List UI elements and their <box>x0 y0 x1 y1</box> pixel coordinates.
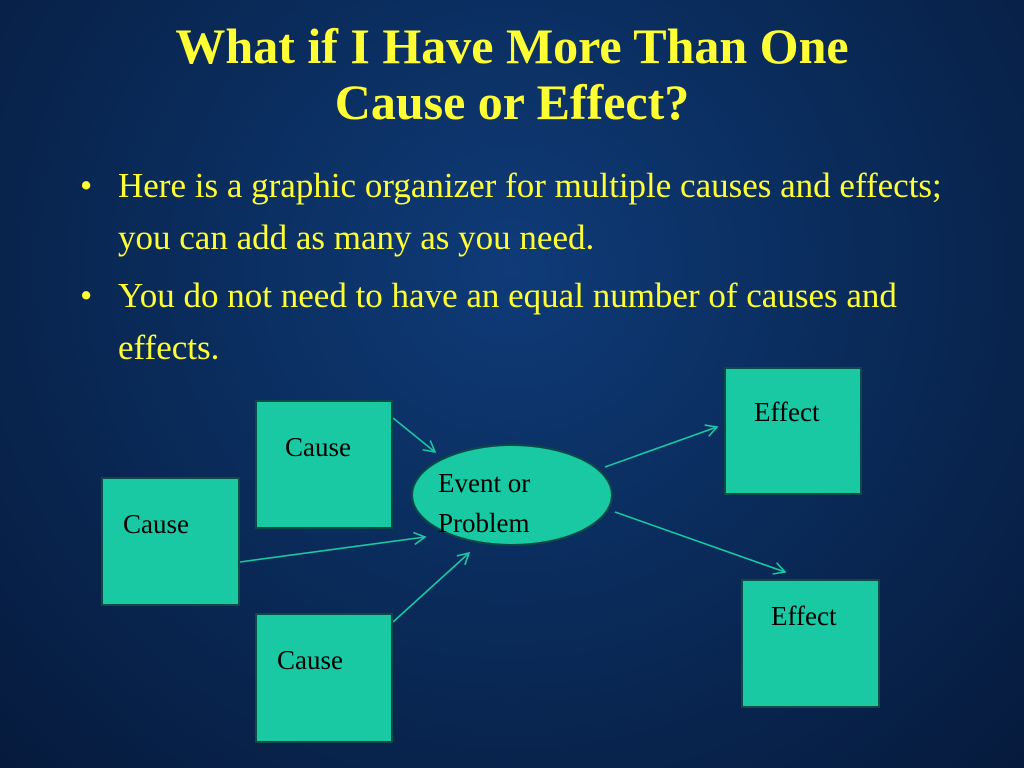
cause-box: Cause <box>101 477 240 606</box>
effect-box: Effect <box>724 367 862 495</box>
cause-label: Cause <box>123 509 189 539</box>
cause-box: Cause <box>255 400 393 529</box>
event-node-label: Event or Problem <box>438 463 608 543</box>
connector-arrow <box>392 551 471 623</box>
connector-arrow <box>392 417 437 454</box>
bullet-dot-icon: • <box>80 166 93 205</box>
title-line-2: Cause or Effect? <box>334 74 690 130</box>
bullet-text: Here is a graphic organizer for multiple… <box>118 166 942 257</box>
bullet-list: • Here is a graphic organizer for multip… <box>80 160 990 380</box>
effect-label: Effect <box>754 397 820 427</box>
bullet-dot-icon: • <box>80 276 93 315</box>
bullet-suffix: . <box>210 328 220 367</box>
cause-label: Cause <box>277 645 343 675</box>
effect-label: Effect <box>771 601 837 631</box>
cause-box: Cause <box>255 613 393 743</box>
effect-box: Effect <box>741 579 880 708</box>
event-label-line-1: Event or <box>438 468 531 498</box>
connector-arrow <box>239 531 427 563</box>
connector-arrow <box>614 511 787 575</box>
cause-label: Cause <box>285 432 351 462</box>
bullet-item: • Here is a graphic organizer for multip… <box>80 160 990 264</box>
bullet-item: • You do not need to have an equal numbe… <box>80 270 990 374</box>
connector-arrow <box>604 424 719 468</box>
slide-title: What if I Have More Than One Cause or Ef… <box>40 18 984 130</box>
title-line-1: What if I Have More Than One <box>175 18 849 74</box>
event-label-line-2: Problem <box>438 508 530 538</box>
bullet-text: You do not need to have an equal number … <box>118 276 897 367</box>
